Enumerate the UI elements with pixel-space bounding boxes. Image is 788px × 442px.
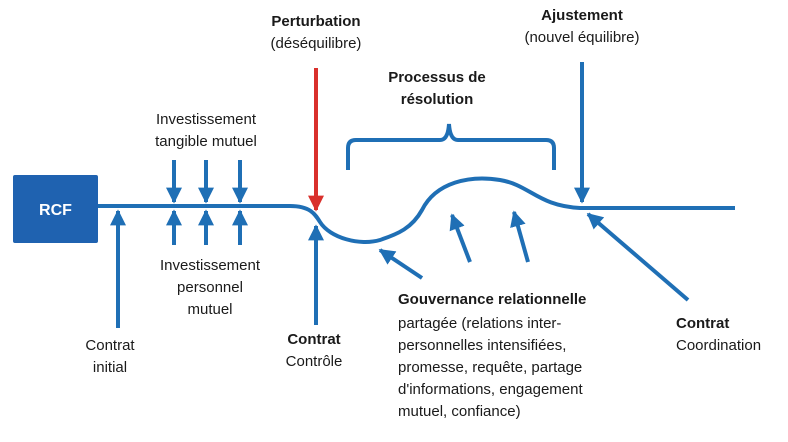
perturbation-subtitle: (déséquilibre) [271, 35, 362, 52]
gouvernance-arrow-1 [378, 248, 424, 280]
contrat-coordination-title: Contrat [676, 315, 729, 332]
investissement-tangible-line1: Investissement [156, 111, 257, 128]
investissement-tangible-line2: tangible mutuel [155, 133, 257, 150]
ajustement-subtitle: (nouvel équilibre) [524, 29, 639, 46]
contrat-controle-title: Contrat [287, 331, 340, 348]
investissement-personnel-line1: Investissement [160, 257, 261, 274]
perturbation-title: Perturbation [271, 13, 360, 30]
rcf-label: RCF [39, 202, 72, 219]
gouvernance-line: promesse, requête, partage [398, 359, 582, 376]
gouvernance-arrow-3 [510, 210, 530, 263]
rcf-box: RCF [13, 175, 98, 243]
contrat-controle-subtitle: Contrôle [286, 353, 343, 370]
processus-brace [346, 123, 556, 170]
contrat-initial-line2: initial [93, 359, 127, 376]
contrat-coordination-subtitle: Coordination [676, 337, 761, 354]
gouvernance-line: mutuel, confiance) [398, 403, 521, 420]
ajustement-title: Ajustement [541, 7, 623, 24]
investissement-personnel-line2: personnel [177, 279, 243, 296]
main-flow-line [98, 176, 735, 244]
gouvernance-line: d'informations, engagement [398, 381, 583, 398]
processus-line1: Processus de [388, 69, 486, 86]
investissement-personnel-line3: mutuel [187, 301, 232, 318]
gouvernance-line: partagée (relations inter- [398, 315, 561, 332]
gouvernance-title: Gouvernance relationnelle [398, 291, 586, 308]
gouvernance-arrow-2 [449, 213, 472, 263]
processus-line2: résolution [401, 91, 474, 108]
contrat-initial-line1: Contrat [85, 337, 135, 354]
contrat-coordination-arrow [586, 212, 690, 302]
gouvernance-line: personnelles intensifiées, [398, 337, 566, 354]
